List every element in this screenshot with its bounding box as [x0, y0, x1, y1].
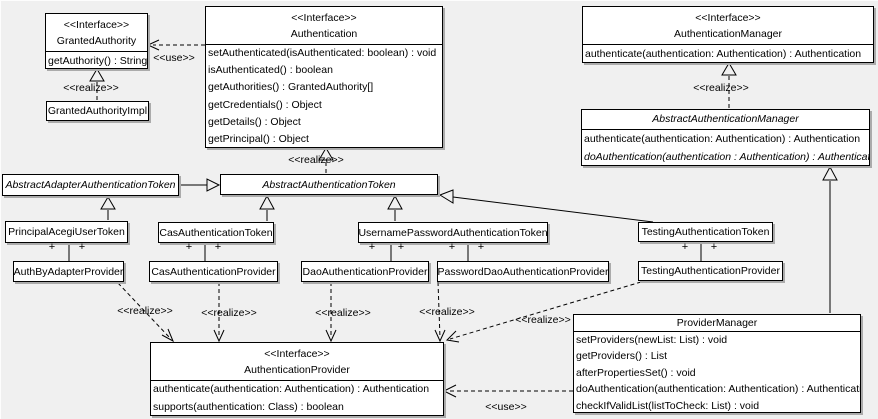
association-plus: + — [48, 241, 56, 253]
use-label: <<use>> — [485, 401, 527, 413]
association-lines — [68, 241, 702, 261]
association-plus: + — [681, 241, 689, 253]
class-box-testing-authentication-provider: TestingAuthenticationProvider — [638, 261, 783, 281]
use-arrow-providermanager — [442, 384, 573, 398]
realize-label: <<realize>> — [315, 307, 371, 319]
class-box-authentication-provider: <<Interface>> AuthenticationProvider aut… — [150, 342, 444, 416]
class-name: AuthenticationProvider — [244, 364, 350, 376]
stereotype-label: <<Interface>> — [695, 12, 761, 24]
method-label: setProviders(newList: List) : void — [576, 334, 728, 346]
method-label: supports(authentication: Class) : boolea… — [153, 400, 344, 413]
class-box-granted-authority-impl: GrantedAuthorityImpl — [46, 101, 149, 121]
stereotype-label: <<Interface>> — [264, 348, 330, 360]
method-label: getAuthorities() : GrantedAuthority[] — [208, 81, 374, 94]
generalization-arrow-principalacegiusertoken — [100, 196, 116, 220]
generalization-arrow-testingauthenticationtoken — [438, 189, 654, 223]
method-label: checkIfValidList(listToCheck: List) : vo… — [576, 399, 760, 412]
realize-label: <<realize>> — [419, 306, 475, 318]
use-label: <<use>> — [153, 52, 195, 64]
class-name: CasAuthenticationToken — [159, 226, 273, 239]
class-box-authentication: <<Interface>> Authentication setAuthenti… — [205, 6, 443, 148]
realize-label: <<realize>> — [288, 154, 344, 166]
realize-label: <<realize>> — [63, 82, 119, 94]
realize-label: <<realize>> — [693, 82, 749, 94]
association-plus: + — [710, 241, 718, 253]
use-arrow-authentication-grantedauthority — [146, 39, 205, 51]
class-name: PrincipalAcegiUserToken — [8, 226, 125, 238]
method-label: authenticate(authentication: Authenticat… — [153, 383, 430, 395]
association-plus: + — [397, 241, 405, 253]
association-plus: + — [214, 241, 222, 253]
generalization-arrow-usernamepasswordtoken — [387, 194, 403, 221]
class-name: CasAuthenticationProvider — [151, 265, 276, 278]
method-label: isAuthenticated() : boolean — [208, 64, 333, 77]
class-box-auth-by-adapter-provider: AuthByAdapterProvider — [13, 261, 124, 282]
method-label: getAuthority() : String — [48, 55, 147, 67]
stereotype-label: <<Interface>> — [291, 12, 357, 24]
class-name: GrantedAuthorityImpl — [47, 105, 148, 117]
class-box-abstract-adapter-authentication-token: AbstractAdapterAuthenticationToken — [2, 174, 179, 196]
generalization-arrow-providermanager — [822, 165, 838, 313]
generalization-arrow-abstractadapter — [179, 178, 221, 192]
method-label: authenticate(authentication: Authenticat… — [584, 133, 861, 145]
realize-label: <<realize>> — [117, 305, 173, 317]
method-label: getCredentials() : Object — [208, 98, 322, 111]
class-box-principal-acegi-user-token: PrincipalAcegiUserToken — [5, 221, 128, 243]
class-name: TestingAuthenticationToken — [641, 226, 770, 238]
association-plus: + — [368, 241, 376, 253]
association-plus: + — [78, 241, 86, 253]
class-box-testing-authentication-token: TestingAuthenticationToken — [638, 222, 773, 242]
generalization-arrow-casauthenticationtoken — [259, 194, 275, 221]
stereotype-label: <<Interface>> — [63, 19, 130, 31]
method-label: afterPropertiesSet() : void — [576, 366, 696, 379]
class-name: UsernamePasswordAuthenticationToken — [358, 226, 548, 239]
association-plus: + — [477, 241, 485, 253]
method-label: setAuthenticated(isAuthenticated: boolea… — [208, 47, 437, 59]
association-plus: + — [185, 241, 193, 253]
method-label: doAuthentication(authentication : Authen… — [584, 151, 869, 163]
class-name: AbstractAuthenticationToken — [262, 178, 396, 191]
class-box-username-password-authentication-token: UsernamePasswordAuthenticationToken — [358, 222, 548, 243]
method-label: getPrincipal() : Object — [208, 132, 309, 145]
class-box-provider-manager: ProviderManager setProviders(newList: Li… — [573, 314, 861, 413]
class-name: GrantedAuthority — [56, 35, 137, 47]
class-name: AbstractAdapterAuthenticationToken — [5, 179, 176, 191]
class-box-cas-authentication-provider: CasAuthenticationProvider — [149, 261, 278, 282]
class-name: DaoAuthenticationProvider — [302, 265, 428, 278]
class-name: AbstractAuthenticationManager — [652, 113, 799, 125]
class-box-dao-authentication-provider: DaoAuthenticationProvider — [301, 261, 429, 282]
class-name: Authentication — [290, 28, 358, 40]
realize-label: <<realize>> — [201, 307, 257, 319]
class-box-abstract-authentication-token: AbstractAuthenticationToken — [220, 174, 438, 195]
class-box-abstract-authentication-manager: AbstractAuthenticationManager authentica… — [581, 109, 870, 166]
method-label: getProviders() : List — [576, 350, 668, 363]
realize-label: <<realize>> — [515, 314, 571, 326]
class-name: AuthByAdapterProvider — [13, 265, 124, 278]
class-box-password-dao-authentication-provider: PasswordDaoAuthenticationProvider — [437, 261, 609, 282]
method-label: doAuthentication(authentication: Authent… — [576, 383, 860, 396]
class-name: PasswordDaoAuthenticationProvider — [437, 265, 609, 278]
method-label: authenticate(authentication: Authenticat… — [585, 48, 862, 60]
class-name: TestingAuthenticationProvider — [641, 265, 780, 277]
class-box-granted-authority: <<Interface>> GrantedAuthority getAuthor… — [45, 13, 148, 69]
method-label: getDetails() : Object — [208, 115, 301, 128]
class-name: AuthenticationManager — [674, 28, 782, 40]
class-box-cas-authentication-token: CasAuthenticationToken — [158, 222, 274, 243]
association-plus: + — [448, 241, 456, 253]
class-box-authentication-manager: <<Interface>> AuthenticationManager auth… — [582, 6, 874, 63]
class-name: ProviderManager — [676, 317, 758, 329]
